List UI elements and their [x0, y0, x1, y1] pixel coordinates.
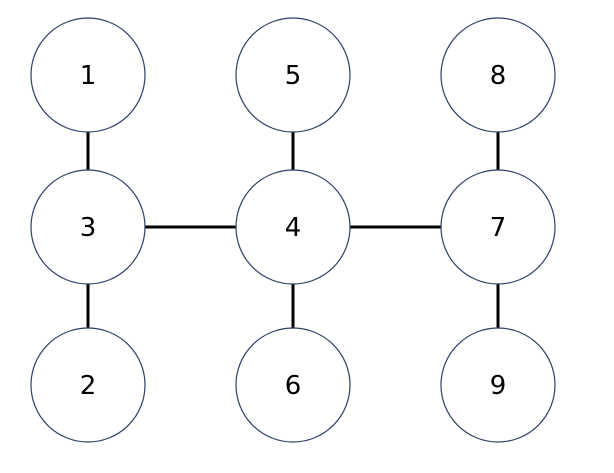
node-4-label: 4 — [285, 213, 302, 243]
node-7: 7 — [440, 169, 556, 285]
node-5-label: 5 — [285, 61, 302, 91]
node-7-label: 7 — [490, 213, 507, 243]
node-3-circle — [30, 169, 146, 285]
node-8-label: 8 — [490, 61, 507, 91]
node-4-circle — [235, 169, 351, 285]
node-8-circle — [440, 17, 556, 133]
node-1: 1 — [30, 17, 146, 133]
node-9-label: 9 — [490, 371, 507, 401]
edges — [86, 132, 500, 328]
node-9: 9 — [440, 327, 556, 443]
node-6: 6 — [235, 327, 351, 443]
node-6-circle — [235, 327, 351, 443]
node-1-circle — [30, 17, 146, 133]
node-6-label: 6 — [285, 371, 302, 401]
node-2: 2 — [30, 327, 146, 443]
node-3: 3 — [30, 169, 146, 285]
node-2-circle — [30, 327, 146, 443]
node-4: 4 — [235, 169, 351, 285]
node-9-circle — [440, 327, 556, 443]
node-5-circle — [235, 17, 351, 133]
node-7-circle — [440, 169, 556, 285]
node-8: 8 — [440, 17, 556, 133]
node-1-label: 1 — [80, 61, 97, 91]
node-2-label: 2 — [80, 371, 97, 401]
node-3-label: 3 — [80, 213, 97, 243]
node-5: 5 — [235, 17, 351, 133]
nodes: 1 5 8 3 4 7 2 6 9 — [30, 17, 556, 443]
